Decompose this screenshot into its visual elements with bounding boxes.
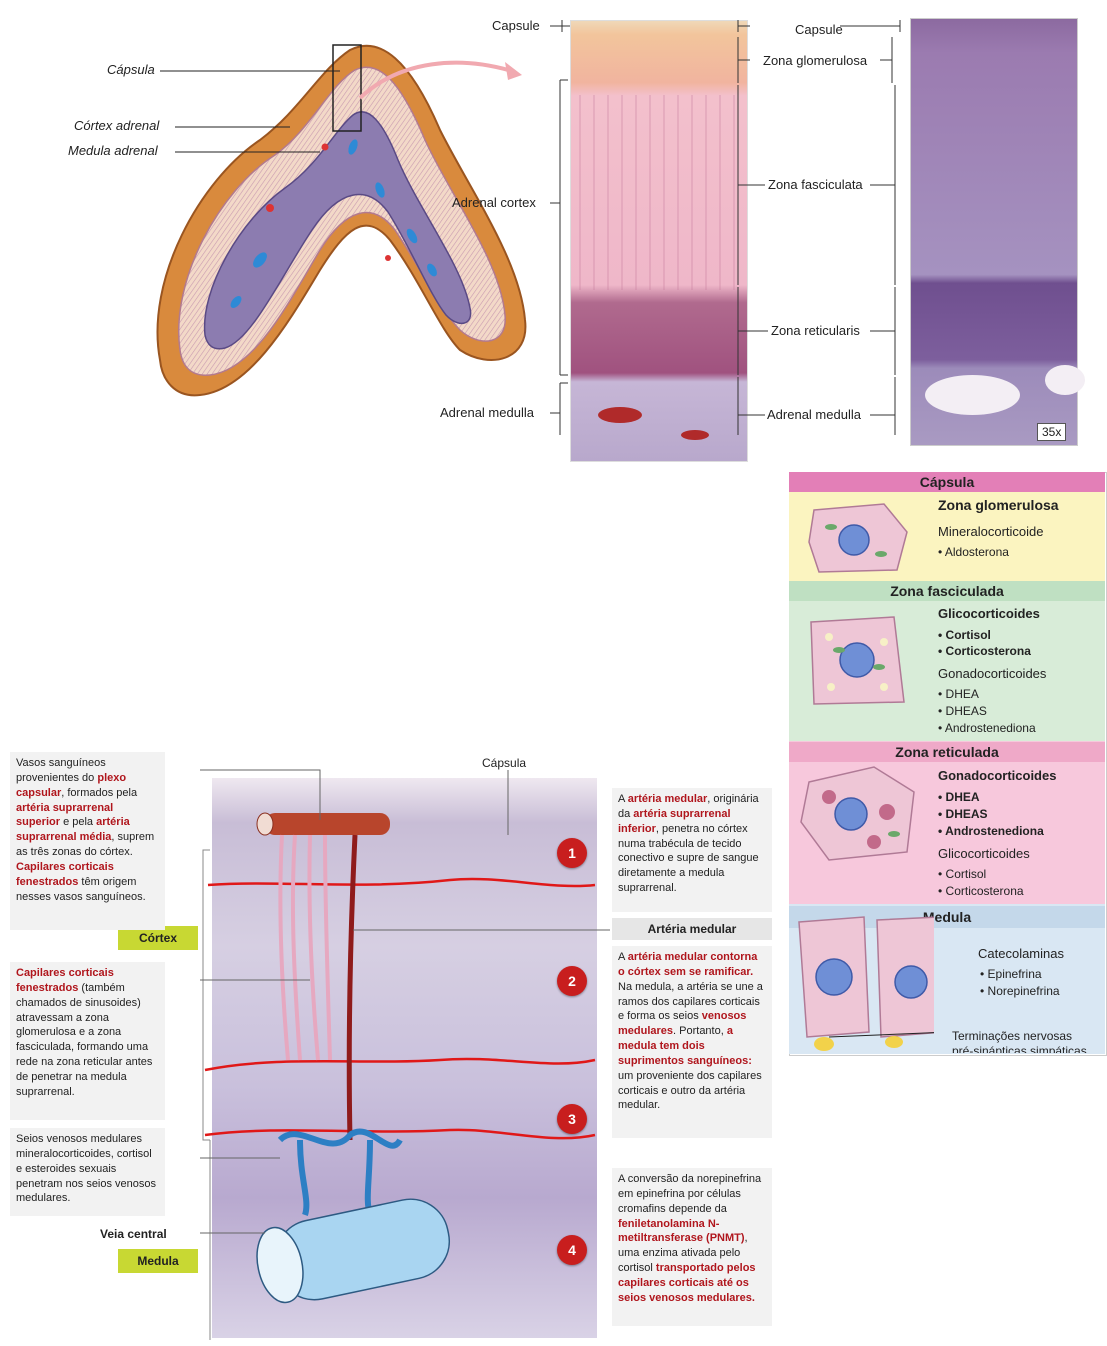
zt-reticulada-item: • DHEA [938,790,980,804]
vessel-mark [253,252,267,268]
text-box-arteria-medular: A artéria medular, originária da artéria… [612,788,772,912]
histology-brackets [550,20,901,435]
adrenal-gland-illustration [156,44,527,397]
text-box-pnmt: A conversão da norepinefrina em epinefri… [612,1168,772,1326]
zt-fasciculada-group1: Glicocorticoides [938,606,1040,621]
text-box-contorna: A artéria medular contorna o córtex sem … [612,946,772,1138]
histology-column [570,20,748,462]
medula-tag: Medula [118,1249,198,1273]
vessel-mark [266,204,274,212]
cortex-tag: Córtex [118,926,198,950]
step-marker-2: 2 [557,966,587,996]
zt-fasciculada-item: • DHEAS [938,704,987,718]
label-cortex-adrenal: Córtex adrenal [74,118,160,133]
zt-reticulada-group2: Glicocorticoides [938,846,1030,861]
zt-reticulada-title: Zona reticulada [789,742,1105,762]
vessel-mark [375,182,385,198]
zt-medula-title: Medula [789,906,1105,928]
label-capsula: Cápsula [107,62,155,77]
gland-leader-lines [160,60,522,153]
zt-medula-nerve: Terminações nervosas [952,1029,1073,1043]
label-capsula-blood: Cápsula [482,756,527,770]
zt-medula-group: Catecolaminas [978,946,1064,961]
vessel-mark [427,263,437,277]
label-capsule-left: Capsule [492,18,540,33]
label-arteria-medular: Artéria medular [612,918,772,940]
label-adrenal-medulla-right: Adrenal medulla [767,407,861,422]
text-box-capilares: Capilares corticais fenestrados (também … [10,962,165,1120]
zt-reticulada-group1: Gonadocorticoides [938,768,1057,783]
label-zona-fasciculata: Zona fasciculata [768,177,863,192]
zt-glomerulosa-title: Zona glomerulosa [938,497,1059,513]
zone-cells-illustration [798,503,934,1051]
magnification-label: 35x [1037,423,1067,441]
step-marker-1: 1 [557,838,587,868]
adrenal-medulla-region [203,111,472,350]
zt-fasciculada-item: • Corticosterona [938,644,1031,658]
label-capsule-right: Capsule [795,22,843,37]
micrograph-lumen [925,375,1020,415]
zt-reticulada-item: • Androstenediona [938,824,1044,838]
label-medula-adrenal: Medula adrenal [68,143,158,158]
histology-texture [579,95,735,440]
zt-reticulada-item: • Corticosterona [938,884,1024,898]
vessel-mark [230,296,242,308]
vessel-mark [385,255,391,261]
zt-medula-item: • Epinefrina [980,967,1042,981]
label-adrenal-cortex: Adrenal cortex [452,195,536,210]
zt-medula-item: • Norepinefrina [980,984,1060,998]
label-adrenal-medulla-left: Adrenal medulla [440,405,534,420]
label-veia-central: Veia central [100,1227,167,1241]
zt-fasciculada-title: Zona fasciculada [789,581,1105,601]
zt-fasciculada-item: • DHEA [938,687,979,701]
step-marker-4: 4 [557,1235,587,1265]
zt-fasciculada-group2: Gonadocorticoides [938,666,1047,681]
zt-glomerulosa-item: • Aldosterona [938,545,1009,559]
label-zona-reticularis: Zona reticularis [771,323,860,338]
label-zona-glomerulosa: Zona glomerulosa [763,53,868,68]
zt-glomerulosa-group: Mineralocorticoide [938,524,1044,539]
zt-capsula: Cápsula [789,472,1105,492]
text-box-seios-venosos: Seios venosos medulares mineralocorticoi… [10,1128,165,1216]
blood-supply-overlay [200,769,610,1340]
zt-reticulada-item: • Cortisol [938,867,987,881]
zt-fasciculada-item: • Cortisol [938,628,991,642]
micrograph-lumen [1045,365,1085,395]
zt-fasciculada-item: • Androstenediona [938,721,1036,735]
vessel-mark [348,139,358,155]
zt-medula-nerve2: pré-sinápticas simpáticas [952,1044,1087,1053]
vessel-mark [406,228,418,244]
text-box-plexo-capsular: Vasos sanguíneos provenientes do plexo c… [10,752,165,930]
step-marker-3: 3 [557,1104,587,1134]
zoom-box [332,44,362,132]
vessel-mark [321,143,329,151]
zt-reticulada-item: • DHEAS [938,807,988,821]
